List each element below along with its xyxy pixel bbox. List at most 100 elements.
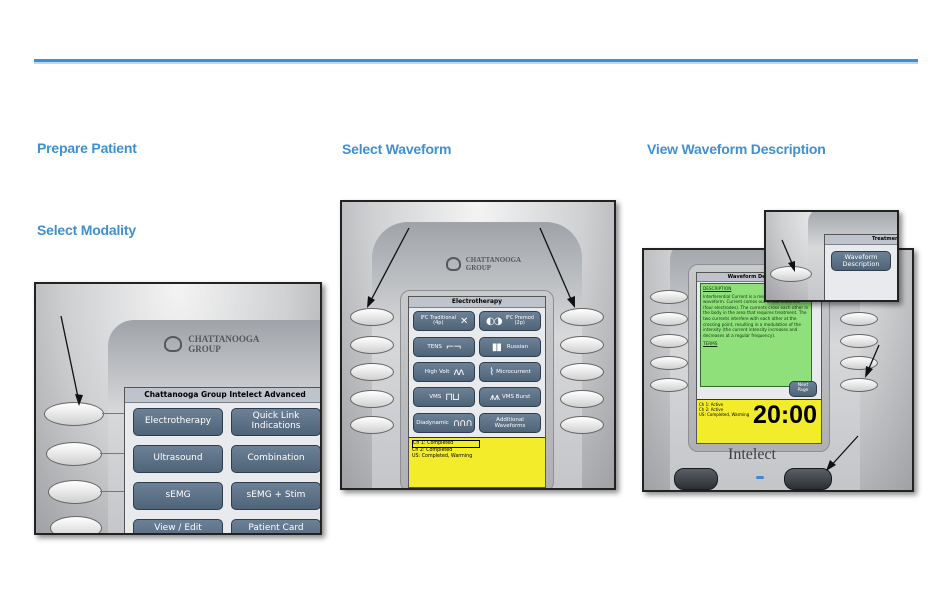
square-wave-icon: ⊓⊔	[445, 391, 460, 403]
left-side-button-4[interactable]	[350, 390, 394, 408]
power-indicator	[756, 476, 764, 479]
modality-device-photo: CHATTANOOGA GROUP Chattanooga Group Inte…	[34, 282, 322, 535]
logo-line-2: GROUP	[188, 344, 221, 354]
side-button-2[interactable]	[46, 442, 102, 466]
side-button-4[interactable]	[50, 516, 102, 533]
left-side-button-3[interactable]	[650, 334, 688, 348]
key-additional-waveforms[interactable]: Additional Waveforms	[479, 413, 541, 433]
key-ifc-traditional[interactable]: IFC Traditional (4p)✕	[413, 311, 475, 331]
inset-screen-title: Treatment	[825, 235, 897, 245]
header-rule	[34, 59, 918, 62]
side-button-3[interactable]	[48, 480, 102, 504]
sine-wave-icon: ∩∩∩	[452, 417, 473, 429]
key-combination[interactable]: Combination	[231, 445, 320, 473]
right-side-button-3[interactable]	[560, 363, 604, 381]
microcurrent-wave-icon: ⌇	[489, 366, 494, 378]
logo-line-2: GROUP	[465, 264, 492, 272]
left-side-button-3[interactable]	[350, 363, 394, 381]
left-side-button-1[interactable]	[350, 308, 394, 326]
right-side-button-4[interactable]	[840, 378, 878, 392]
inset-waveform-description-button[interactable]: Waveform Description	[831, 251, 891, 271]
left-side-button-4[interactable]	[650, 356, 688, 370]
key-microcurrent[interactable]: ⌇Microcurrent	[479, 362, 541, 382]
key-semg[interactable]: sEMG	[133, 482, 223, 510]
status-channel-2: Ch 2: Active	[699, 407, 724, 412]
device-logo: CHATTANOOGA GROUP	[446, 256, 521, 272]
left-side-button-2[interactable]	[350, 336, 394, 354]
left-side-button-2[interactable]	[650, 312, 688, 326]
side-button-1[interactable]	[44, 402, 104, 426]
status-ultrasound: US: Completed, Warming	[412, 454, 473, 459]
description-text: Interferential Current is a medium frequ…	[703, 293, 809, 338]
key-quick-link-indications[interactable]: Quick Link Indications	[231, 408, 320, 436]
modality-screen-title: Chattanooga Group Intelect Advanced	[125, 388, 320, 403]
right-side-button-4[interactable]	[560, 390, 604, 408]
inset-zoom-photo: Treatment Waveform Description	[764, 210, 899, 302]
logo-line-1: CHATTANOOGA	[465, 256, 522, 264]
side-button-tick-1	[102, 413, 124, 414]
description-heading: DESCRIPTION	[703, 286, 732, 291]
key-label: TENS	[427, 343, 442, 350]
chattanooga-logo-icon	[164, 336, 182, 352]
biphasic-wave-icon: ⌐¬	[445, 341, 462, 353]
key-ultrasound[interactable]: Ultrasound	[133, 445, 223, 473]
status-channel-2: Ch 2: Completed	[412, 448, 453, 453]
left-side-button-5[interactable]	[350, 416, 394, 434]
key-label: Russian	[506, 343, 529, 350]
key-label: IFC Traditional (4p)	[420, 314, 457, 326]
right-side-button-2[interactable]	[560, 336, 604, 354]
key-vms-burst[interactable]: ⩚⩚VMS Burst	[479, 387, 541, 407]
chattanooga-logo-icon	[446, 257, 461, 271]
status-channel-1: Ch 1: Active	[699, 402, 724, 407]
key-tens[interactable]: TENS⌐¬	[413, 337, 475, 357]
device-brand: Intelect	[728, 446, 776, 463]
burst-wave-icon: ⩚⩚	[489, 391, 500, 403]
key-label: VMS	[429, 393, 442, 400]
key-patient-card[interactable]: Patient Card	[231, 519, 320, 533]
waveform-screen: Electrotherapy IFC Traditional (4p)✕ ◐◑I…	[408, 296, 546, 488]
bottom-left-button[interactable]	[674, 468, 718, 490]
right-side-button-5[interactable]	[560, 416, 604, 434]
description-screen-title: Waveform Description	[697, 273, 821, 282]
heading-select-modality: Select Modality	[37, 222, 136, 238]
side-button-tick-3	[100, 491, 124, 492]
right-side-button-3[interactable]	[840, 356, 878, 370]
inset-screen: Treatment Waveform Description	[824, 234, 897, 300]
key-label: Diadynamic	[416, 419, 449, 426]
twin-peak-wave-icon: ʌʌ	[453, 366, 464, 378]
key-vms[interactable]: VMS⊓⊔	[413, 387, 475, 407]
left-side-button-5[interactable]	[650, 378, 688, 392]
right-side-button-1[interactable]	[840, 312, 878, 326]
right-side-button-2[interactable]	[840, 334, 878, 348]
header-rule-shadow	[34, 62, 918, 64]
key-view-edit[interactable]: View / Edit	[133, 519, 223, 533]
status-ultrasound: US: Completed, Warming	[699, 412, 750, 417]
heading-view-waveform-description: View Waveform Description	[647, 141, 826, 157]
right-side-button-1[interactable]	[560, 308, 604, 326]
bottom-right-button[interactable]	[784, 468, 832, 490]
description-status-bar: Ch 1: Active Ch 2: Active US: Completed,…	[697, 399, 821, 443]
waveform-screen-title: Electrotherapy	[409, 297, 545, 308]
status-channel-1: Ch 1: Completed	[412, 440, 480, 448]
burst-wave-icon: ▮▮	[491, 341, 502, 353]
key-label: VMS Burst	[501, 393, 531, 400]
key-diadynamic[interactable]: Diadynamic∩∩∩	[413, 413, 475, 433]
x-wave-icon: ✕	[460, 315, 468, 327]
heading-prepare-patient: Prepare Patient	[37, 140, 137, 156]
key-label: High Volt	[424, 368, 450, 375]
left-side-button-1[interactable]	[650, 290, 688, 304]
waveform-status-bar: Ch 1: Completed Ch 2: Completed US: Comp…	[409, 437, 545, 487]
key-semg-stim[interactable]: sEMG + Stim	[231, 482, 320, 510]
heading-select-waveform: Select Waveform	[342, 141, 452, 157]
key-russian[interactable]: ▮▮ Russian	[479, 337, 541, 357]
description-footer: TERMS	[703, 341, 718, 347]
next-page-button[interactable]: Next Page	[789, 381, 817, 397]
waveform-device-photo: CHATTANOOGA GROUP Electrotherapy IFC Tra…	[340, 200, 616, 490]
modality-screen: Chattanooga Group Intelect Advanced Elec…	[124, 387, 320, 533]
key-electrotherapy[interactable]: Electrotherapy	[133, 408, 223, 436]
key-ifc-premod[interactable]: ◐◑IFC Premod (2p)	[479, 311, 541, 331]
device-logo: CHATTANOOGA GROUP	[164, 334, 259, 354]
side-button-tick-2	[100, 453, 124, 454]
inset-side-button[interactable]	[770, 266, 812, 282]
